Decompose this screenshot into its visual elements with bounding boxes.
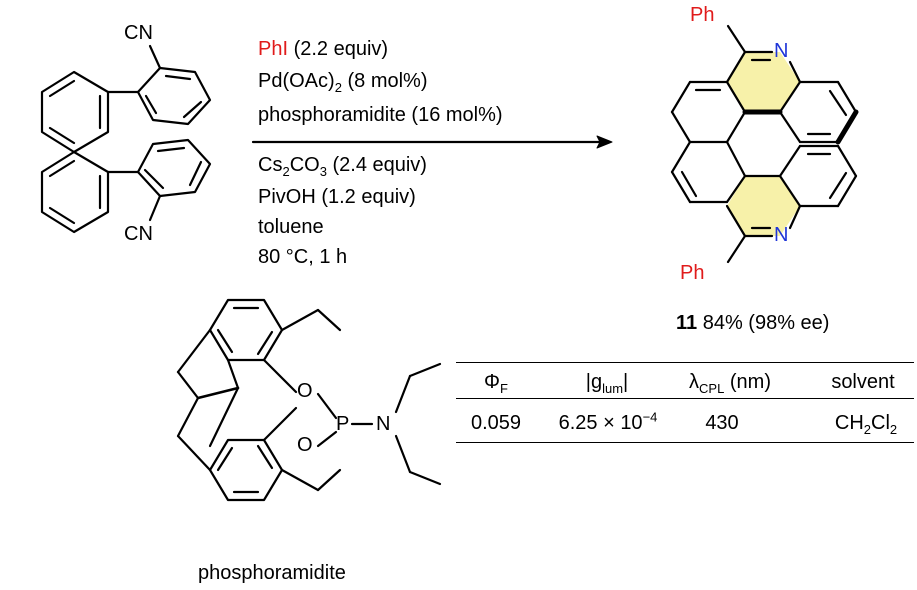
product-yield: 11 84% (98% ee) xyxy=(676,312,830,334)
ligand-o-bottom: O xyxy=(297,434,313,456)
product-ph-top: Ph xyxy=(690,4,715,26)
ligand-n: N xyxy=(376,413,391,435)
reactant-cn-bottom: CN xyxy=(124,223,153,245)
header-glum: |glum| xyxy=(585,371,629,396)
compound-number: 11 xyxy=(676,312,698,334)
ligand-p: P xyxy=(336,413,350,435)
condition-additive: PivOH (1.2 equiv) xyxy=(258,186,416,208)
product-n-bottom: N xyxy=(774,224,789,246)
table-mid-rule xyxy=(456,398,914,399)
ligand-o-top: O xyxy=(297,380,313,402)
header-phi-f: ΦF xyxy=(484,371,508,396)
ligand-label: phosphoramidite xyxy=(198,562,346,584)
product-structure xyxy=(670,24,859,264)
condition-pd-catalyst: Pd(OAc)2 (8 mol%) xyxy=(258,70,428,95)
condition-base: Cs2CO3 (2.4 equiv) xyxy=(258,154,427,179)
table-bottom-rule xyxy=(456,442,914,443)
table-top-rule xyxy=(456,362,914,363)
reaction-arrow xyxy=(251,135,613,149)
header-lambda-cpl: λCPL (nm) xyxy=(689,371,771,396)
condition-ligand: phosphoramidite (16 mol%) xyxy=(258,104,503,126)
cell-lambda-value: 430 xyxy=(705,412,739,434)
reagent-phi: PhI xyxy=(258,38,289,60)
cell-glum-value: 6.25 × 10−4 xyxy=(558,409,658,434)
condition-phi: PhI (2.2 equiv) xyxy=(258,38,389,60)
cell-phi-value: 0.059 xyxy=(470,412,522,434)
product-n-top: N xyxy=(774,40,789,62)
cell-solvent-value: CH2Cl2 xyxy=(834,412,898,437)
header-solvent: solvent xyxy=(831,371,895,393)
reactant-structure xyxy=(40,44,212,234)
condition-solvent: toluene xyxy=(258,216,324,238)
condition-temperature-time: 80 °C, 1 h xyxy=(258,246,348,268)
product-ph-bottom: Ph xyxy=(680,262,705,284)
reactant-cn-top: CN xyxy=(124,22,153,44)
ligand-structure xyxy=(176,298,442,502)
